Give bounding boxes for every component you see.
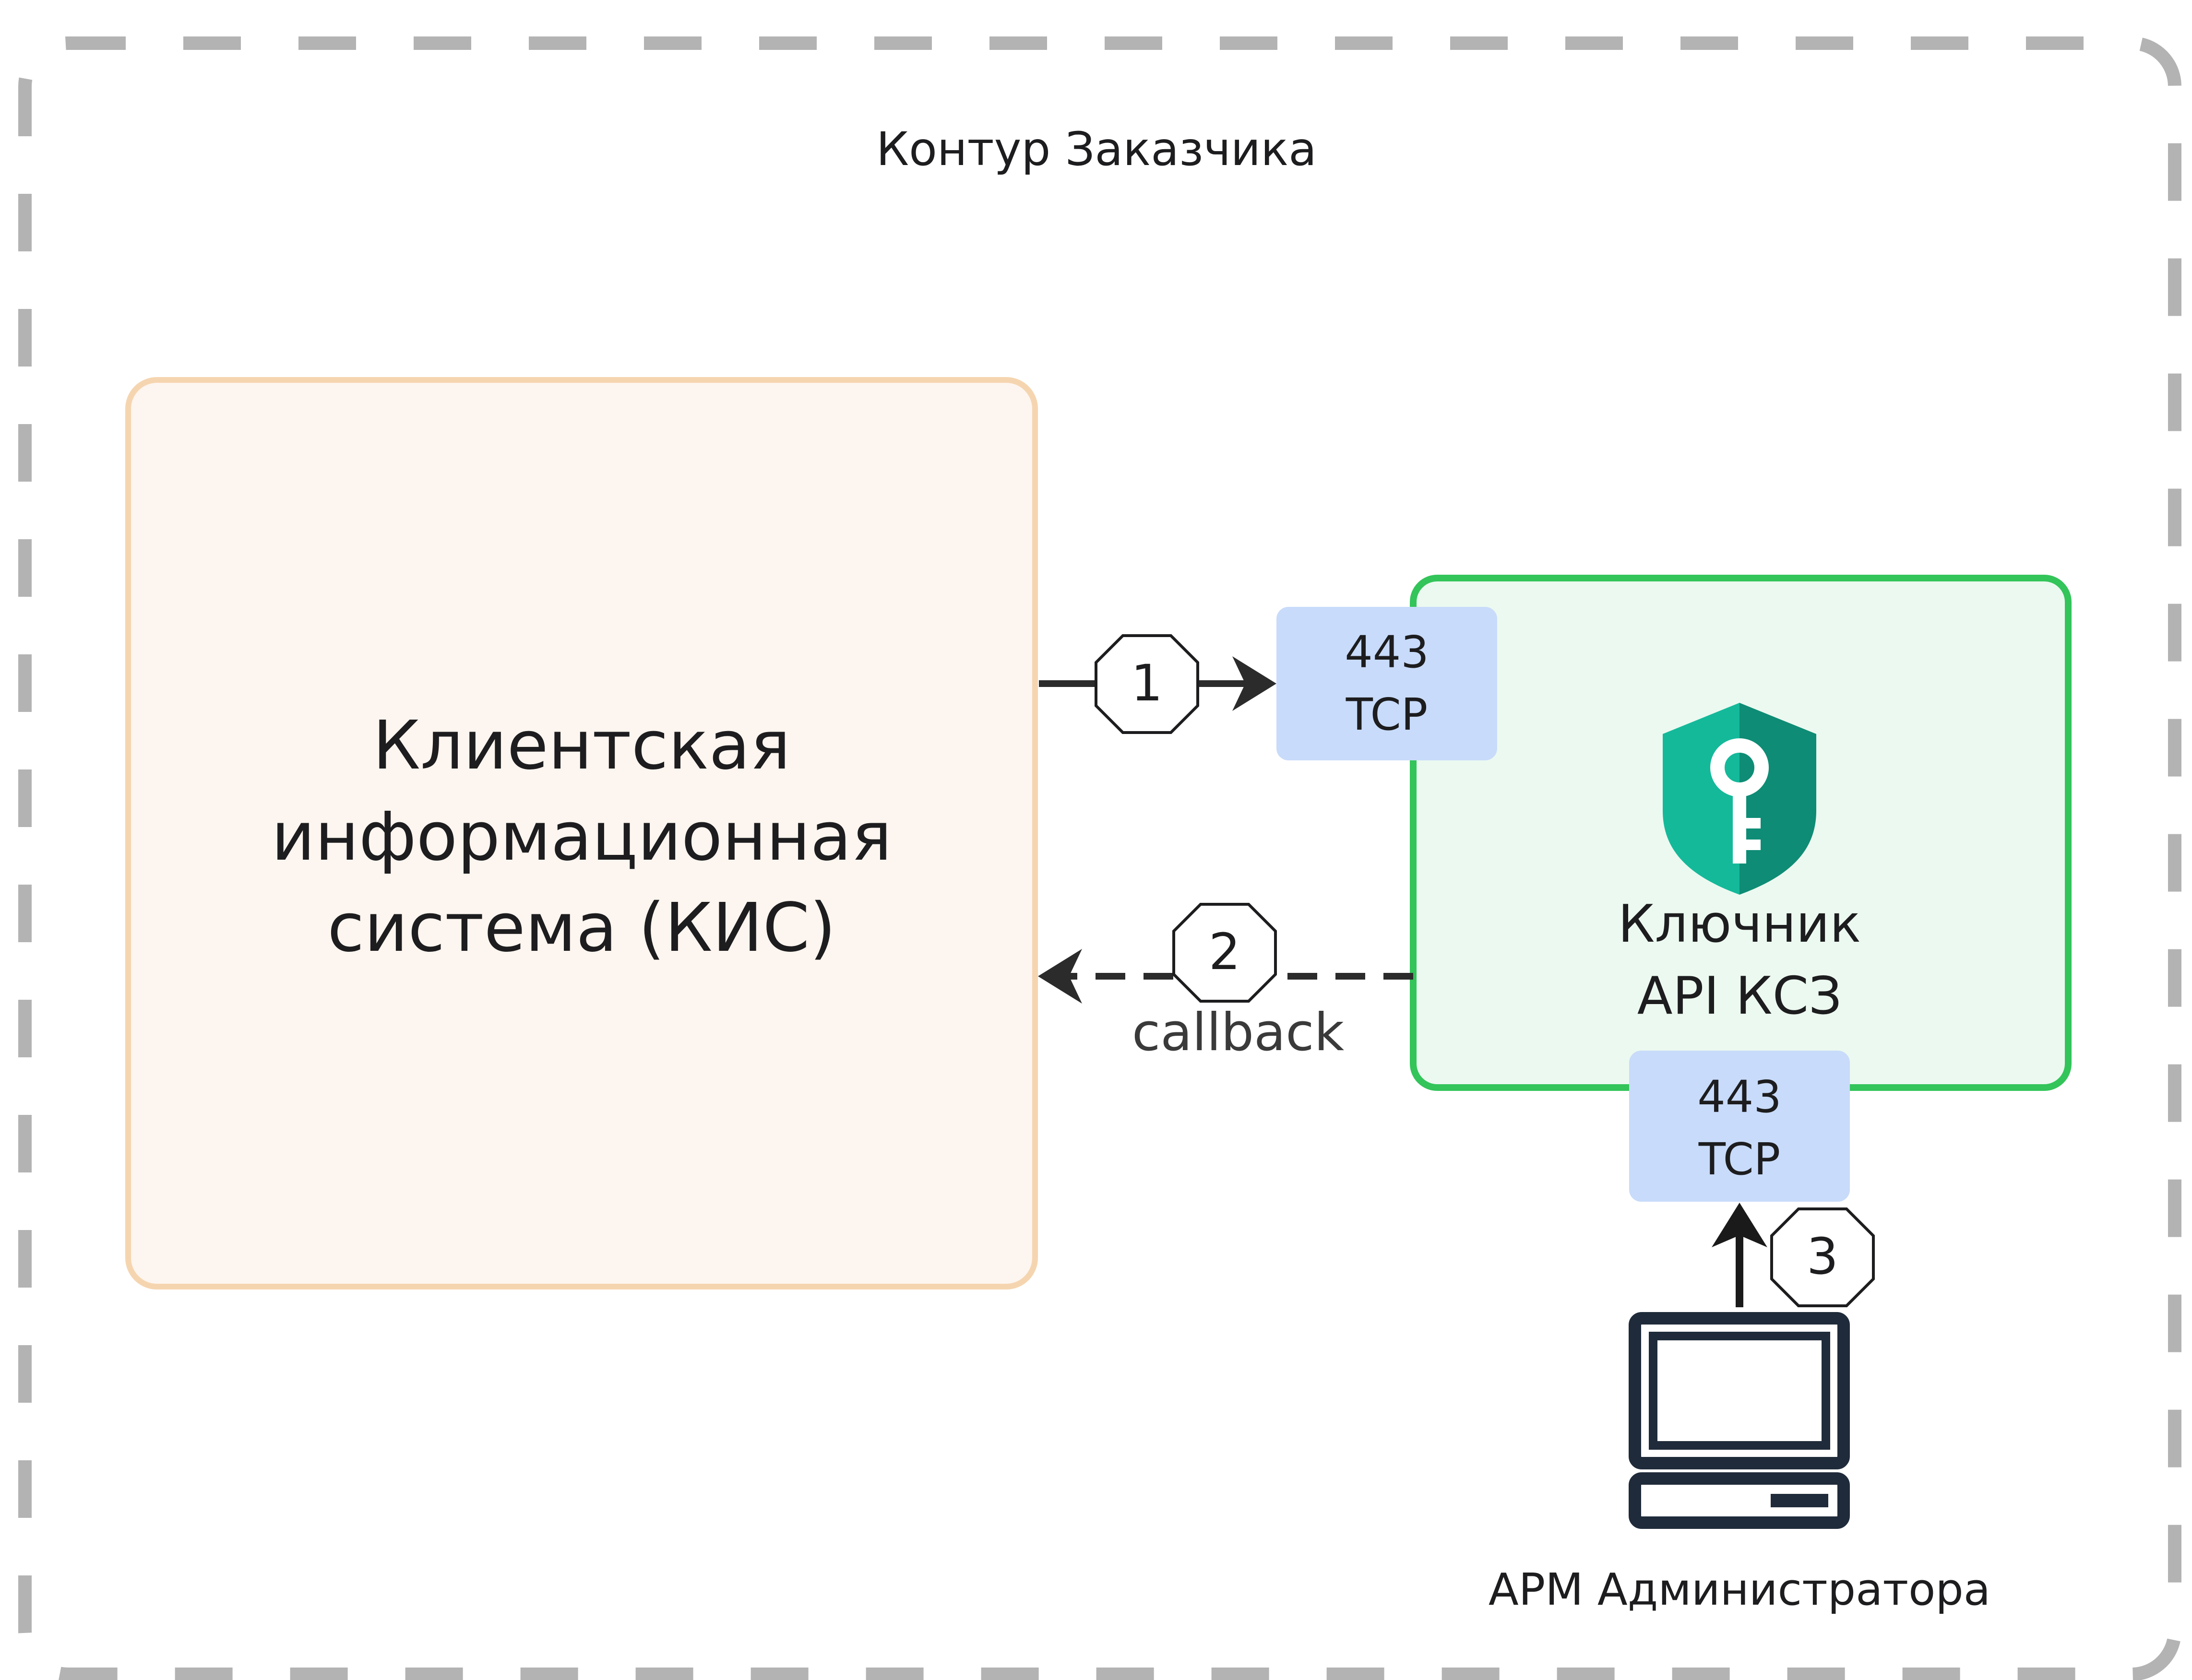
computer-icon xyxy=(1629,1312,1850,1529)
port-top-number: 443 xyxy=(1345,627,1429,678)
port-bottom-protocol: TCP xyxy=(1698,1134,1781,1185)
port-box-top xyxy=(1276,607,1497,760)
arrow-admin xyxy=(1712,1203,1767,1307)
kis-title-line-1: Клиентская xyxy=(372,707,791,785)
keeper-name: Ключник xyxy=(1618,894,1861,954)
step-badge-1 xyxy=(1095,634,1199,734)
port-bottom-label: 443 TCP xyxy=(1629,1066,1850,1191)
step-1-label: 1 xyxy=(1131,654,1163,712)
contour-title: Контур Заказчика xyxy=(876,122,1317,176)
port-bottom-number: 443 xyxy=(1697,1071,1782,1123)
step-3-label: 3 xyxy=(1806,1227,1839,1286)
step-badge-3 xyxy=(1770,1207,1875,1307)
shield-key-icon xyxy=(1663,703,1816,895)
keeper-title: Ключник API КСЗ xyxy=(1548,888,1931,1032)
kis-title-line-2: информационная xyxy=(271,798,892,876)
workstation-label: АРМ Администратора xyxy=(1488,1564,1991,1615)
kis-title: Клиентская информационная система (КИС) xyxy=(128,700,1035,974)
port-box-bottom xyxy=(1629,1051,1850,1202)
port-top-label: 443 TCP xyxy=(1276,621,1497,746)
kis-title-line-3: система (КИС) xyxy=(327,889,836,967)
callback-label: callback xyxy=(1132,1003,1345,1063)
port-top-protocol: TCP xyxy=(1346,689,1428,740)
kis-box[interactable] xyxy=(125,377,1038,1290)
step-badge-2 xyxy=(1172,903,1277,1003)
keeper-subtitle: API КСЗ xyxy=(1637,966,1842,1026)
step-2-label: 2 xyxy=(1208,923,1241,981)
customer-contour-border xyxy=(18,36,2181,1680)
